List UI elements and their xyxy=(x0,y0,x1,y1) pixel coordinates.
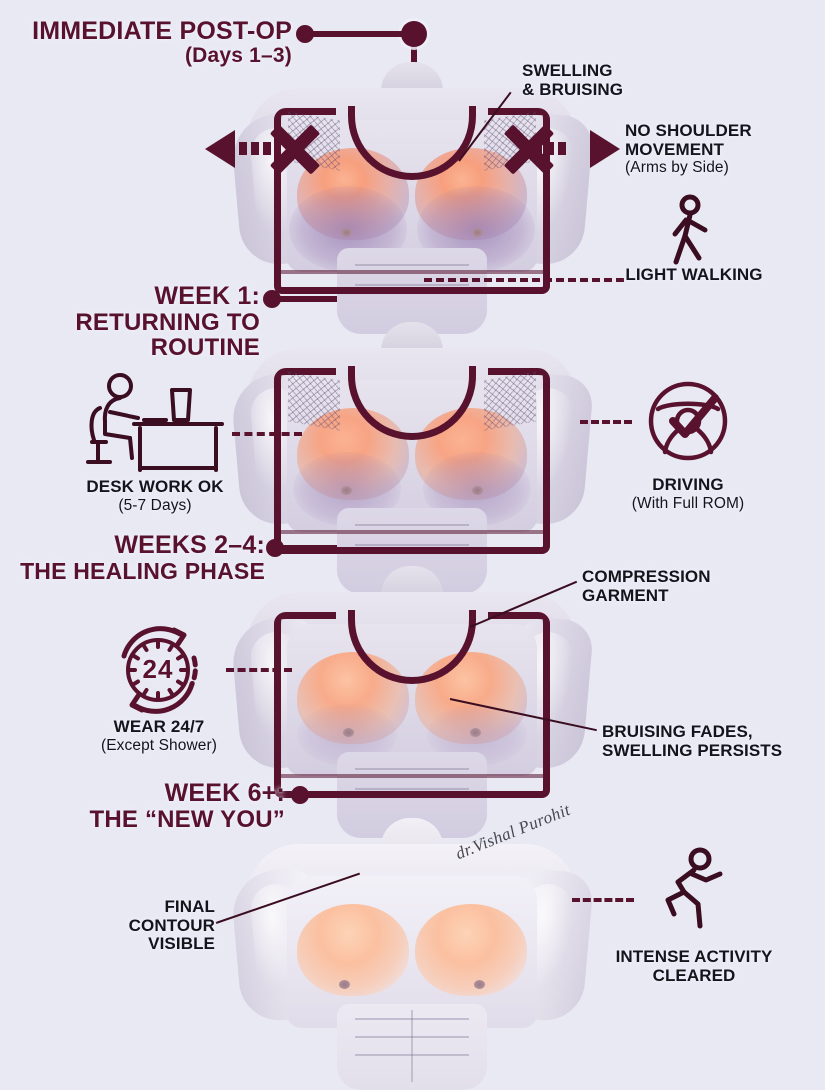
right-pectoral-contour xyxy=(415,904,527,996)
running-person-icon xyxy=(648,847,732,934)
callout-line-2: & BRUISING xyxy=(522,79,624,99)
nipple-left xyxy=(339,980,350,989)
title-line-1: IMMEDIATE POST-OP xyxy=(32,17,292,45)
callout-line-2: GARMENT xyxy=(582,585,669,605)
callout-bruising-fades: BRUISING FADES, SWELLING PERSISTS xyxy=(602,722,783,760)
callout-sub: (Except Shower) xyxy=(100,736,218,754)
figure-week-6-plus xyxy=(229,818,595,1090)
callout-line-1: FINAL xyxy=(164,897,215,916)
nipple-right xyxy=(470,728,481,737)
callout-line-1: DRIVING xyxy=(652,475,724,494)
callout-swelling-bruising: SWELLING & BRUISING xyxy=(522,61,624,99)
callout-light-walking: LIGHT WALKING xyxy=(614,265,774,285)
dash-intense-activity xyxy=(572,898,634,902)
callout-line-1: COMPRESSION xyxy=(582,567,711,586)
section-title-immediate-post-op: IMMEDIATE POST-OP (Days 1–3) xyxy=(30,18,292,67)
callout-line-1: SWELLING xyxy=(522,61,613,80)
callout-sub: (Arms by Side) xyxy=(625,159,729,177)
callout-line-1: NO SHOULDER xyxy=(625,121,752,140)
compression-garment-vest-2 xyxy=(274,366,550,554)
section-title-week-1: WEEK 1: RETURNING TO ROUTINE xyxy=(24,283,260,360)
nipple-right xyxy=(474,980,485,989)
nipple-left xyxy=(343,728,354,737)
nipple-right xyxy=(472,486,483,495)
callout-sub: (With Full ROM) xyxy=(631,494,745,512)
title-line-2: RETURNING TO ROUTINE xyxy=(75,308,260,361)
left-pectoral-contour xyxy=(297,904,409,996)
figure-week-1 xyxy=(229,322,595,594)
nipple-right xyxy=(472,228,483,237)
title-line-2: THE HEALING PHASE xyxy=(20,557,265,584)
dash-driving xyxy=(580,420,632,424)
callout-line-3: VISIBLE xyxy=(148,934,215,954)
clock-badge-24: 24 xyxy=(106,655,210,684)
title-line-2: (Days 1–3) xyxy=(184,43,292,67)
callout-line-2: CLEARED xyxy=(652,965,736,985)
callout-wear-24-7: WEAR 24/7 (Except Shower) xyxy=(78,717,240,754)
callout-line-2: MOVEMENT xyxy=(625,139,725,159)
callout-line-1: BRUISING FADES, xyxy=(602,722,753,741)
callout-intense-activity: INTENSE ACTIVITY CLEARED xyxy=(590,947,798,985)
arrow-right-no-movement xyxy=(524,126,620,172)
section-title-week-6-plus: WEEK 6+: THE “NEW YOU” xyxy=(30,780,285,832)
dash-light-walking xyxy=(424,278,624,282)
dash-wear-24-7 xyxy=(226,668,292,672)
callout-final-contour: FINAL CONTOUR VISIBLE xyxy=(105,897,215,954)
nipple-left xyxy=(341,228,352,237)
mesh-panel-left xyxy=(288,371,340,431)
callout-driving: DRIVING (With Full ROM) xyxy=(598,475,778,512)
title-line-2: THE “NEW YOU” xyxy=(89,805,285,833)
callout-compression-garment: COMPRESSION GARMENT xyxy=(582,567,711,605)
badge-value: 24 xyxy=(142,654,174,684)
callout-line-1: LIGHT WALKING xyxy=(625,265,763,284)
steering-wheel-check-icon xyxy=(645,378,731,464)
desk-work-icon xyxy=(78,372,230,472)
linea-alba xyxy=(411,1010,413,1082)
title-line-1: WEEK 1: xyxy=(154,282,260,310)
title-line-1: WEEK 6+: xyxy=(164,779,285,807)
callout-sub: (5-7 Days) xyxy=(118,496,192,514)
callout-line-2: CONTOUR xyxy=(128,915,215,935)
dash-desk-work xyxy=(232,432,302,436)
title-line-1: WEEKS 2–4: xyxy=(114,531,265,559)
callout-line-1: DESK WORK OK xyxy=(86,477,224,496)
callout-line-1: INTENSE ACTIVITY xyxy=(615,947,773,966)
nipple-left xyxy=(341,486,352,495)
figure-weeks-2-4 xyxy=(229,566,595,838)
arrow-left-no-movement xyxy=(205,126,301,172)
infographic-canvas: IMMEDIATE POST-OP (Days 1–3) xyxy=(0,0,825,1024)
chest xyxy=(287,876,537,1028)
walking-person-icon xyxy=(665,194,719,266)
callout-desk-work-ok: DESK WORK OK (5-7 Days) xyxy=(55,477,255,514)
timeline-connector-1 xyxy=(296,25,409,43)
callout-no-shoulder-movement: NO SHOULDER MOVEMENT (Arms by Side) xyxy=(625,121,752,177)
callout-line-2: SWELLING PERSISTS xyxy=(602,740,783,760)
abdomen xyxy=(337,1004,487,1090)
callout-line-1: WEAR 24/7 xyxy=(113,717,205,736)
clock-24-cycle-icon xyxy=(106,618,210,722)
section-title-weeks-2-4: WEEKS 2–4: THE HEALING PHASE xyxy=(20,532,265,583)
mesh-panel-right xyxy=(484,371,536,431)
figure-immediate-post-op xyxy=(229,62,595,334)
compression-garment-vest-3 xyxy=(274,610,550,798)
